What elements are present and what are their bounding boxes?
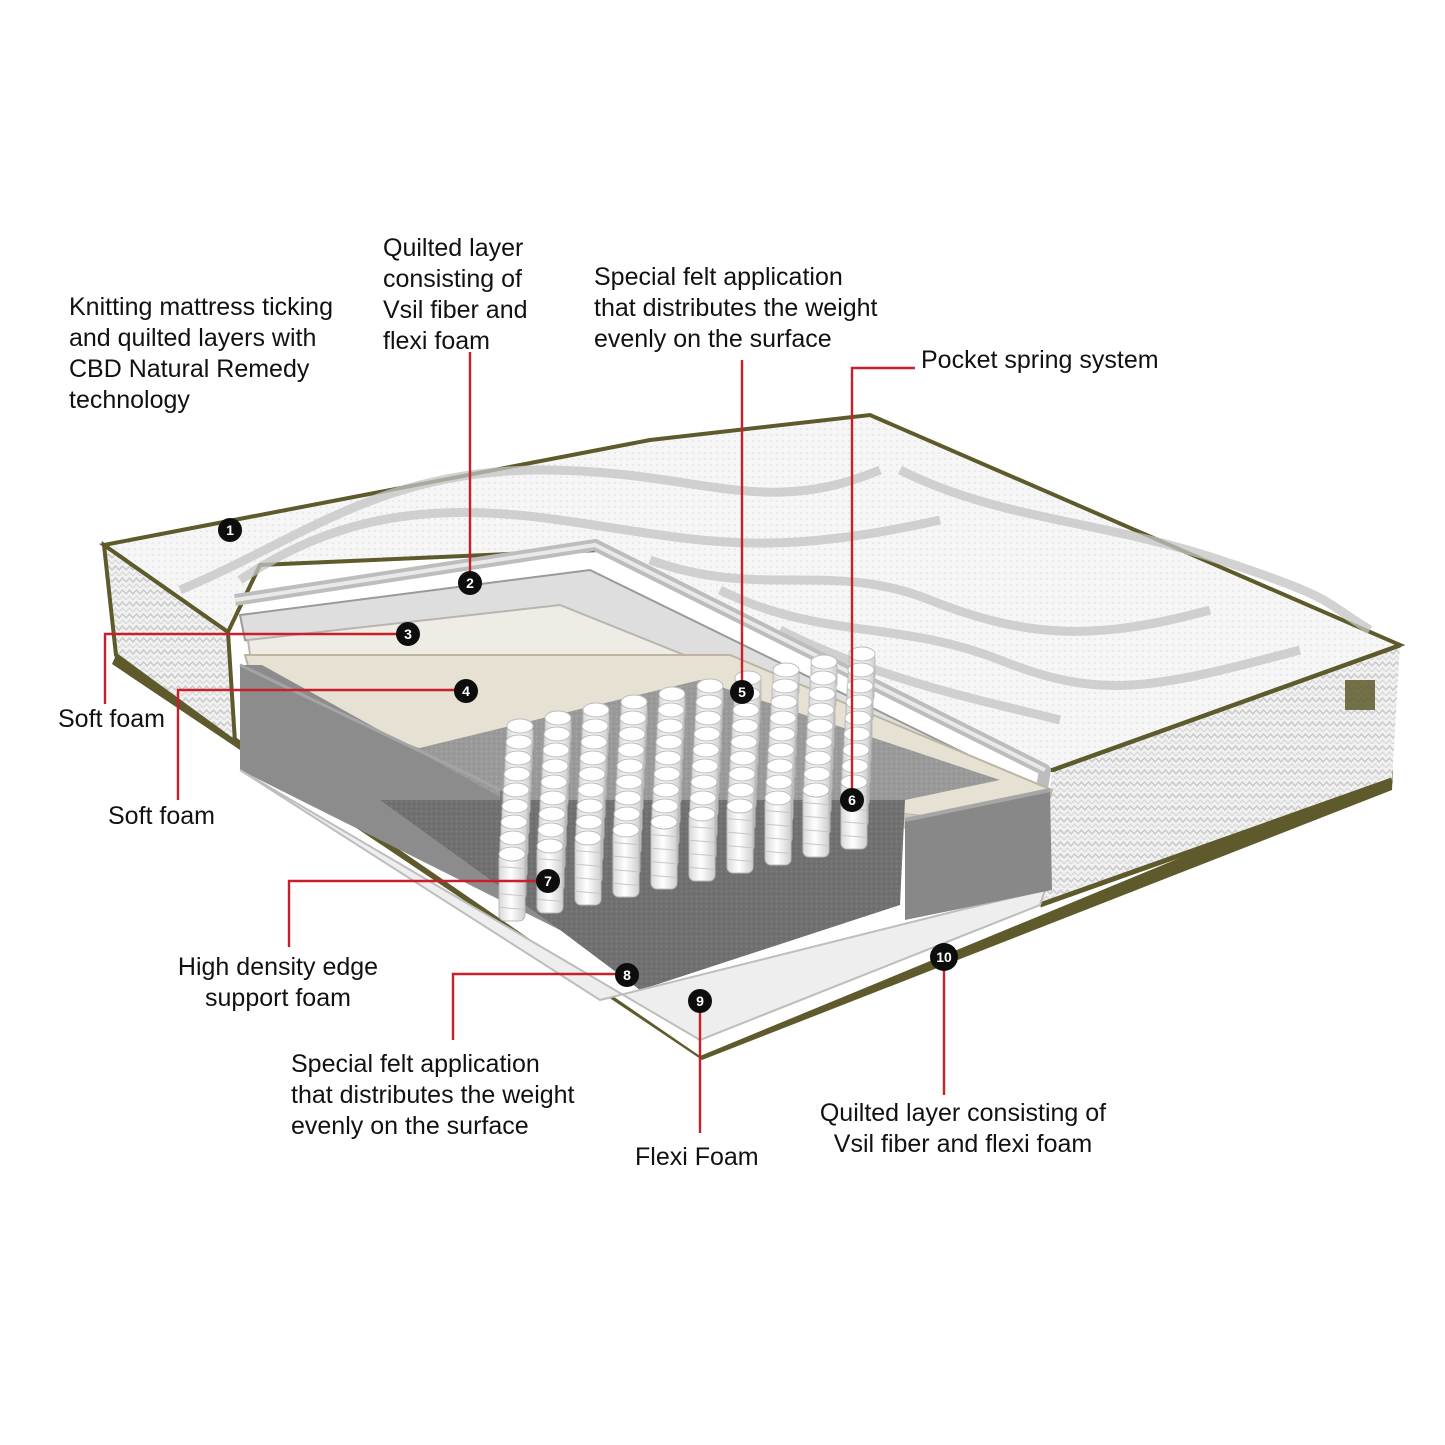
badge-6: 6 (840, 788, 864, 812)
pocket-spring (688, 806, 716, 882)
badge-5: 5 (730, 680, 754, 704)
pocket-spring (764, 790, 792, 866)
svg-text:9: 9 (696, 993, 704, 1009)
svg-text:10: 10 (936, 949, 952, 965)
pocket-spring (726, 798, 754, 874)
svg-text:1: 1 (226, 522, 234, 538)
leader-line-3 (103, 632, 408, 704)
svg-text:3: 3 (404, 626, 412, 642)
badge-8: 8 (615, 963, 639, 987)
badge-1: 1 (218, 518, 242, 542)
pocket-spring (612, 822, 640, 898)
mattress-body (98, 412, 1406, 1060)
callout-label-6: Pocket spring system (921, 346, 1159, 374)
number-badges: 1 2 3 4 5 6 7 8 9 10 (218, 518, 958, 1013)
svg-text:8: 8 (623, 967, 631, 983)
pocket-spring (840, 774, 868, 850)
brand-tag (1345, 680, 1375, 710)
pocket-spring (574, 830, 602, 906)
leader-line-4 (176, 688, 465, 800)
leader-lines (103, 352, 946, 1133)
wave-pattern (178, 465, 1373, 725)
badge-10: 10 (930, 943, 958, 971)
callout-label-4: Soft foam (108, 802, 215, 830)
leader-line-7 (287, 879, 548, 947)
svg-text:4: 4 (462, 683, 470, 699)
badge-9: 9 (688, 989, 712, 1013)
badge-2: 2 (458, 571, 482, 595)
pocket-spring-system (498, 646, 876, 922)
svg-text:5: 5 (738, 684, 746, 700)
callout-label-9: Flexi Foam (635, 1143, 759, 1171)
svg-text:2: 2 (466, 575, 474, 591)
badge-7: 7 (536, 869, 560, 893)
svg-text:6: 6 (848, 792, 856, 808)
svg-text:7: 7 (544, 873, 552, 889)
pocket-spring (498, 846, 526, 922)
pocket-spring (802, 782, 830, 858)
layer-edge-foam-right (905, 790, 1052, 920)
badge-4: 4 (454, 679, 478, 703)
badge-3: 3 (396, 622, 420, 646)
pocket-spring (650, 814, 678, 890)
leader-line-6 (850, 366, 915, 798)
leader-line-8 (451, 972, 627, 1040)
callout-label-3: Soft foam (58, 705, 165, 733)
right-side-panel (1040, 645, 1400, 905)
